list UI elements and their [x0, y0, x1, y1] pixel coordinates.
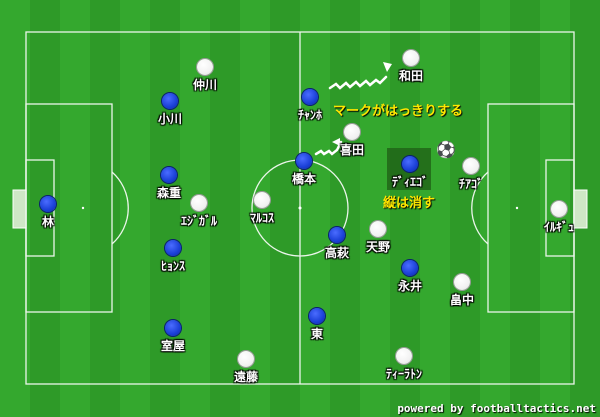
player-name: 永井 [397, 279, 422, 293]
player-marker-white [191, 195, 207, 211]
player-marker-blue [302, 89, 318, 105]
player-marker-white [197, 59, 213, 75]
player-name: ｴｼﾞｶﾞﾙ [180, 214, 217, 228]
player-name: 小川 [157, 112, 182, 126]
player-marker-blue [162, 93, 178, 109]
player-marker-white [463, 158, 479, 174]
player-marker-white [238, 351, 254, 367]
player-marker-blue [40, 196, 56, 212]
annotation-vertical: 縦は消す [383, 196, 436, 211]
player-name: 和田 [398, 69, 423, 83]
player-name: ﾁｱｺﾞ [458, 177, 483, 191]
player-marker-blue [165, 240, 181, 256]
player-marker-white [551, 201, 567, 217]
player-name: 喜田 [339, 143, 364, 157]
player-marker-blue [309, 308, 325, 324]
player-marker-white [344, 124, 360, 140]
movement-arrow-wada [328, 75, 388, 90]
player-marker-blue [296, 153, 312, 169]
player-name: 遠藤 [233, 370, 258, 384]
player-marker-blue [165, 320, 181, 336]
player-marker-blue [402, 260, 418, 276]
player-name: 林 [41, 215, 54, 229]
player-marker-blue [161, 167, 177, 183]
player-marker-white [370, 221, 386, 237]
player-name: 天野 [365, 240, 390, 254]
player-name: ﾏﾙｺｽ [249, 211, 274, 225]
player-marker-blue [402, 156, 418, 172]
movement-arrow-kida [314, 140, 343, 156]
player-name: ﾃﾞｨｴｺﾞ [391, 175, 428, 189]
player-name: 高萩 [324, 246, 349, 260]
right-goal [573, 189, 588, 229]
annotation-marking: マークがはっきりする [333, 104, 464, 119]
player-marker-white [254, 192, 270, 208]
credit-text: powered by footballtactics.net [397, 402, 596, 415]
player-marker-white [454, 274, 470, 290]
player-name: 橋本 [291, 172, 316, 186]
player-name: ｲﾙｷﾞｭ [543, 220, 574, 234]
player-name: ﾃｨｰﾗﾄﾝ [385, 367, 422, 381]
player-name: 森重 [156, 186, 181, 200]
player-marker-blue [329, 227, 345, 243]
player-name: ﾁｬﾝﾎ [297, 108, 322, 122]
left-goal [12, 189, 27, 229]
player-name: 仲川 [192, 78, 217, 92]
player-name: 室屋 [160, 339, 185, 353]
player-marker-white [396, 348, 412, 364]
player-name: 畠中 [449, 293, 474, 307]
ball-icon: ⚽ [436, 140, 456, 159]
player-name: ﾋｮﾝｽ [160, 259, 185, 273]
player-marker-white [403, 50, 419, 66]
player-name: 東 [310, 327, 323, 341]
